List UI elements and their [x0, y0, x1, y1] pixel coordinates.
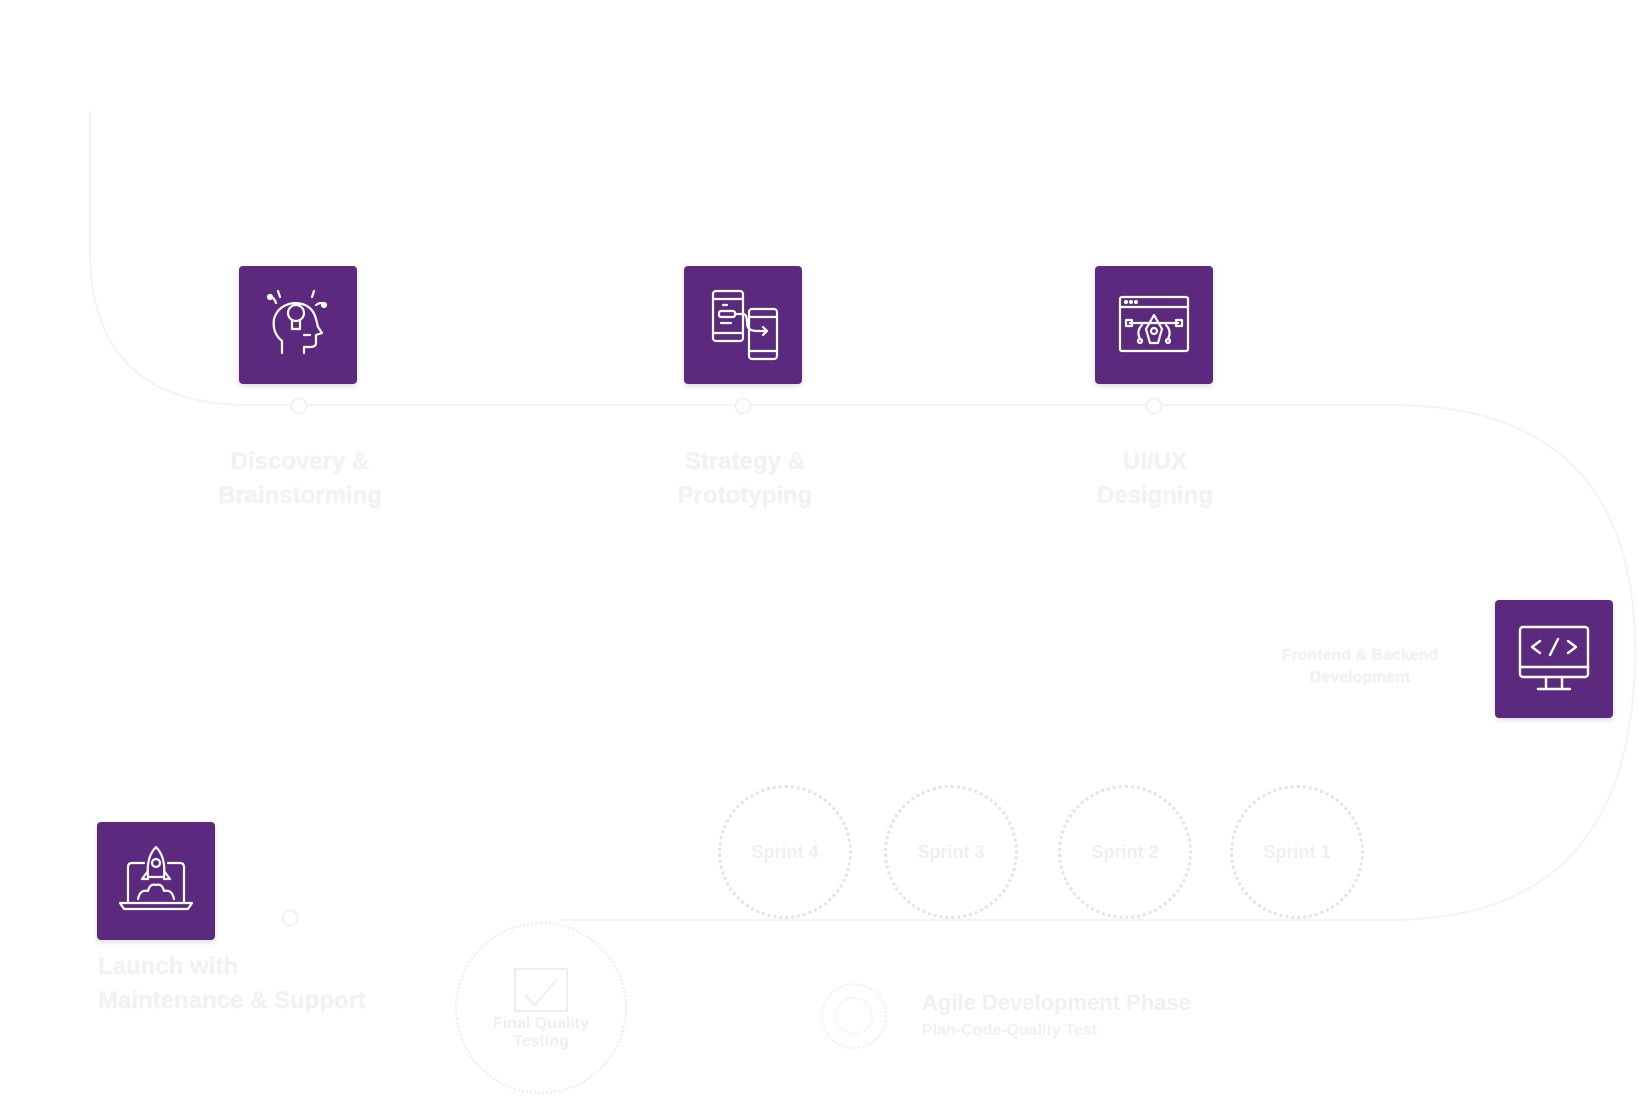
label-line: Designing: [1096, 482, 1213, 509]
devices-prototype-icon: [711, 289, 779, 361]
lightbulb-head-icon: [266, 289, 328, 355]
agile-subtitle: Plan-Code-Quality Test: [922, 1022, 1097, 1039]
discovery-tile[interactable]: [239, 266, 357, 384]
design-dot: [1146, 398, 1162, 414]
label-line: Brainstorming: [217, 482, 382, 509]
development-tile[interactable]: [1495, 600, 1613, 718]
launch-label: Launch with Maintenance & Support: [98, 950, 398, 1018]
label-line: Prototyping: [677, 482, 813, 509]
label-line: Launch with: [98, 953, 238, 980]
strategy-dot: [735, 398, 751, 414]
label-line: Strategy &: [684, 448, 806, 475]
label-line: Frontend & Backend Development: [1281, 647, 1439, 686]
sprint-label: Sprint 3: [917, 841, 985, 862]
sprint-label: Sprint 1: [1263, 841, 1331, 862]
sprint-label: Sprint 2: [1091, 841, 1159, 862]
sprint-label: Sprint 4: [751, 841, 819, 862]
sprint-circle[interactable]: Sprint 3: [884, 785, 1018, 919]
discovery-label: Discovery & Brainstorming: [190, 445, 410, 513]
strategy-label: Strategy & Prototyping: [635, 445, 855, 513]
agile-title: Agile Development Phase: [922, 990, 1191, 1015]
launch-tile[interactable]: [97, 822, 215, 940]
quality-check-icon: [514, 968, 568, 1012]
label-line: Discovery &: [230, 448, 370, 475]
sprint-circle[interactable]: Sprint 2: [1058, 785, 1192, 919]
final-testing-circle[interactable]: Final Quality Testing: [455, 922, 627, 1094]
label-line: Maintenance & Support: [98, 987, 367, 1014]
cycle-icon: [821, 983, 887, 1049]
design-label: UI/UX Designing: [1045, 445, 1265, 513]
code-monitor-icon: [1518, 625, 1590, 691]
design-tile[interactable]: [1095, 266, 1213, 384]
sprint-circle[interactable]: Sprint 1: [1230, 785, 1364, 919]
final-testing-label: Final Quality: [492, 1015, 589, 1032]
ui-ux-design-icon: [1118, 295, 1190, 353]
development-label: Frontend & Backend Development: [1240, 645, 1480, 689]
launch-dot: [282, 910, 298, 926]
sprint-circle[interactable]: Sprint 4: [718, 785, 852, 919]
strategy-tile[interactable]: [684, 266, 802, 384]
final-testing-label: Testing: [513, 1033, 569, 1050]
discovery-dot: [291, 398, 307, 414]
rocket-laptop-icon: [118, 845, 194, 911]
label-line: UI/UX: [1122, 448, 1187, 475]
